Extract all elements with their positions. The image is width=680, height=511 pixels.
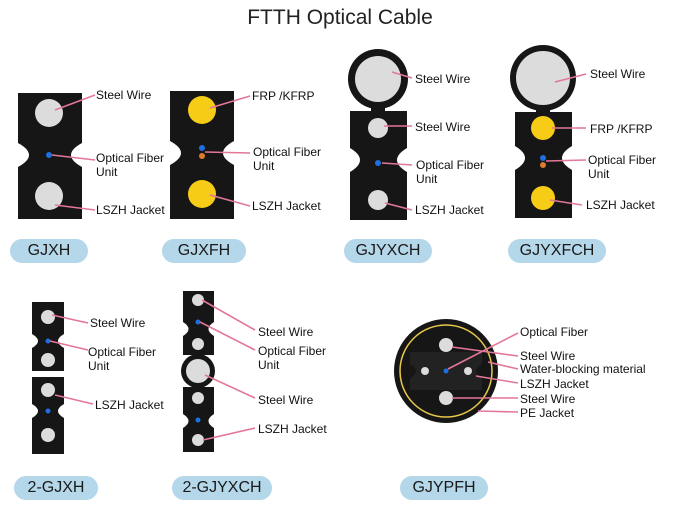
optical-fiber — [540, 162, 546, 168]
badge-gjyxch: GJYXCH — [344, 239, 432, 263]
label-optical-fiber-unit: Optical Fiber Unit — [88, 345, 157, 373]
optical-fiber — [195, 417, 201, 423]
steel-wire — [516, 51, 570, 105]
steel-wire — [355, 56, 401, 102]
label-optical-fiber-unit: Optical Fiber Unit — [96, 151, 165, 179]
steel-wire — [192, 338, 204, 350]
frp-member — [188, 180, 216, 208]
cable-2-gjxh — [32, 302, 64, 454]
cable-gjxfh — [170, 91, 234, 219]
optical-fiber — [443, 368, 449, 374]
optical-fiber — [375, 160, 381, 166]
optical-fiber — [46, 152, 52, 158]
badge-2-gjyxch: 2-GJYXCH — [172, 476, 272, 500]
badge-gjxh: GJXH — [10, 239, 88, 263]
label-steel-wire: Steel Wire — [590, 67, 646, 81]
steel-wire — [439, 391, 453, 405]
label-optical-fiber-unit: Optical Fiber Unit — [258, 344, 327, 372]
steel-wire — [192, 434, 204, 446]
label-steel-wire: Steel Wire — [520, 349, 576, 363]
label-lszh-jacket: LSZH Jacket — [415, 203, 484, 217]
steel-wire — [464, 367, 472, 375]
optical-fiber — [45, 408, 51, 414]
optical-fiber — [45, 338, 51, 344]
cable-gjypfh — [394, 319, 498, 423]
steel-wire — [368, 190, 388, 210]
steel-wire — [41, 310, 55, 324]
steel-wire — [41, 383, 55, 397]
label-lszh-jacket: LSZH Jacket — [520, 377, 589, 391]
cable-gjxh — [18, 93, 82, 219]
steel-wire — [421, 367, 429, 375]
label-lszh-jacket: LSZH Jacket — [96, 203, 165, 217]
cable-2-gjyxch — [181, 291, 215, 452]
steel-wire — [192, 392, 204, 404]
badge-gjxfh: GJXFH — [162, 239, 246, 263]
steel-wire — [35, 182, 63, 210]
label-steel-wire: Steel Wire — [90, 316, 146, 330]
label-optical-fiber-unit: Optical Fiber Unit — [416, 158, 485, 186]
optical-fiber — [540, 155, 546, 161]
steel-wire — [368, 118, 388, 138]
badge-gjypfh: GJYPFH — [400, 476, 488, 500]
label-steel-wire: Steel Wire — [96, 88, 152, 102]
steel-wire — [41, 353, 55, 367]
label-steel-wire: Steel Wire — [258, 325, 314, 339]
optical-fiber — [199, 145, 205, 151]
label-steel-wire: Steel Wire — [258, 393, 314, 407]
badge-gjyxfch: GJYXFCH — [508, 239, 606, 263]
page-title: FTTH Optical Cable — [247, 6, 433, 29]
label-optical-fiber: Optical Fiber — [520, 325, 589, 339]
label-frp-kfrp: FRP /KFRP — [252, 89, 315, 103]
steel-wire — [35, 99, 63, 127]
steel-wire — [186, 359, 210, 383]
badge-2-gjxh: 2-GJXH — [14, 476, 98, 500]
label-steel-wire: Steel Wire — [520, 392, 576, 406]
cable-gjyxch — [348, 49, 408, 220]
water-blocking-ring — [399, 324, 493, 418]
cable-gjyxfch — [510, 45, 576, 218]
cable-jacket — [32, 377, 64, 454]
label-lszh-jacket: LSZH Jacket — [258, 422, 327, 436]
label-optical-fiber-unit: Optical Fiber Unit — [588, 153, 657, 181]
label-pe-jacket: PE Jacket — [520, 406, 575, 420]
cable-jacket — [32, 302, 64, 371]
optical-fiber — [199, 153, 205, 159]
optical-fiber — [195, 319, 201, 325]
leader-lines — [49, 71, 587, 441]
connector-neck — [371, 105, 385, 113]
label-lszh-jacket: LSZH Jacket — [586, 198, 655, 212]
label-steel-wire: Steel Wire — [415, 72, 471, 86]
steel-wire — [439, 338, 453, 352]
label-water-blocking-material: Water-blocking material — [520, 362, 646, 376]
connector-neck — [536, 107, 550, 115]
steel-wire — [41, 428, 55, 442]
label-lszh-jacket: LSZH Jacket — [95, 398, 164, 412]
frp-member — [531, 116, 555, 140]
steel-wire — [192, 294, 204, 306]
frp-member — [531, 186, 555, 210]
frp-member — [188, 96, 216, 124]
label-steel-wire: Steel Wire — [415, 120, 471, 134]
label-lszh-jacket: LSZH Jacket — [252, 199, 321, 213]
label-frp-kfrp: FRP /KFRP — [590, 122, 653, 136]
label-optical-fiber-unit: Optical Fiber Unit — [253, 145, 322, 173]
